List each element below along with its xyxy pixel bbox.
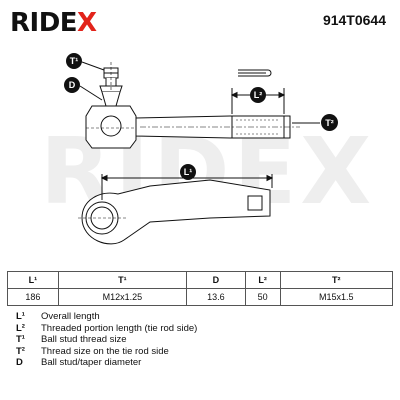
spec-value-l2: 50: [244, 288, 281, 306]
spec-header-t1: T¹: [57, 271, 188, 289]
spec-value-t1: M12x1.25: [57, 288, 188, 306]
legend-item: L² Threaded portion length (tie rod side…: [16, 323, 197, 335]
ball-joint-housing: [85, 91, 137, 149]
cotter-pin: [238, 69, 272, 77]
part-number: 914T0644: [322, 12, 386, 28]
legend-code: L¹: [16, 311, 25, 322]
spec-header-t2: T²: [279, 271, 394, 289]
spec-header-row: L¹ T¹ D L² T²: [7, 271, 394, 289]
legend-item: D Ball stud/taper diameter: [16, 357, 197, 369]
legend-code: D: [16, 357, 23, 368]
t1-callout: T¹: [66, 53, 82, 69]
legend-item: L¹ Overall length: [16, 311, 197, 323]
spec-table: L¹ T¹ D L² T² 186 M12x1.25 13.6 50 M15x1…: [7, 271, 394, 306]
ball-stud-thread: [99, 62, 123, 100]
l2-callout: L²: [250, 87, 266, 103]
spec-value-d: 13.6: [186, 288, 246, 306]
spec-header-l1: L¹: [7, 271, 59, 289]
d-leader: [79, 85, 103, 101]
spec-value-row: 186 M12x1.25 13.6 50 M15x1.5: [7, 288, 394, 306]
legend-code: T²: [16, 345, 25, 357]
t2-callout: T²: [321, 114, 338, 131]
spec-value-t2: M15x1.5: [279, 288, 394, 306]
legend-code: L²: [16, 322, 25, 334]
brand-logo-text: RIDEX: [10, 8, 97, 38]
tie-rod-arm: [135, 115, 300, 139]
legend-text: Ball stud/taper diameter: [41, 357, 142, 368]
tie-rod-end-top-view: [78, 179, 271, 245]
spec-value-l1: 186: [7, 288, 59, 306]
spec-header-l2: L²: [244, 271, 281, 289]
brand-logo: RIDEX: [10, 8, 97, 38]
legend-item: T¹ Ball stud thread size: [16, 334, 197, 346]
legend-text: Thread size on the tie rod side: [41, 345, 169, 357]
spec-header-d: D: [186, 271, 246, 289]
t1-leader: [81, 61, 105, 71]
legend-text: Ball stud thread size: [41, 334, 127, 345]
technical-drawing: [78, 61, 320, 245]
legend-text: Threaded portion length (tie rod side): [41, 322, 198, 334]
legend-item: T² Thread size on the tie rod side: [16, 346, 197, 358]
legend: L¹ Overall length L² Threaded portion le…: [16, 311, 197, 369]
legend-text: Overall length: [41, 311, 100, 322]
d-callout: D: [64, 77, 80, 93]
l1-callout: L¹: [180, 164, 196, 180]
legend-code: T¹: [16, 334, 25, 345]
